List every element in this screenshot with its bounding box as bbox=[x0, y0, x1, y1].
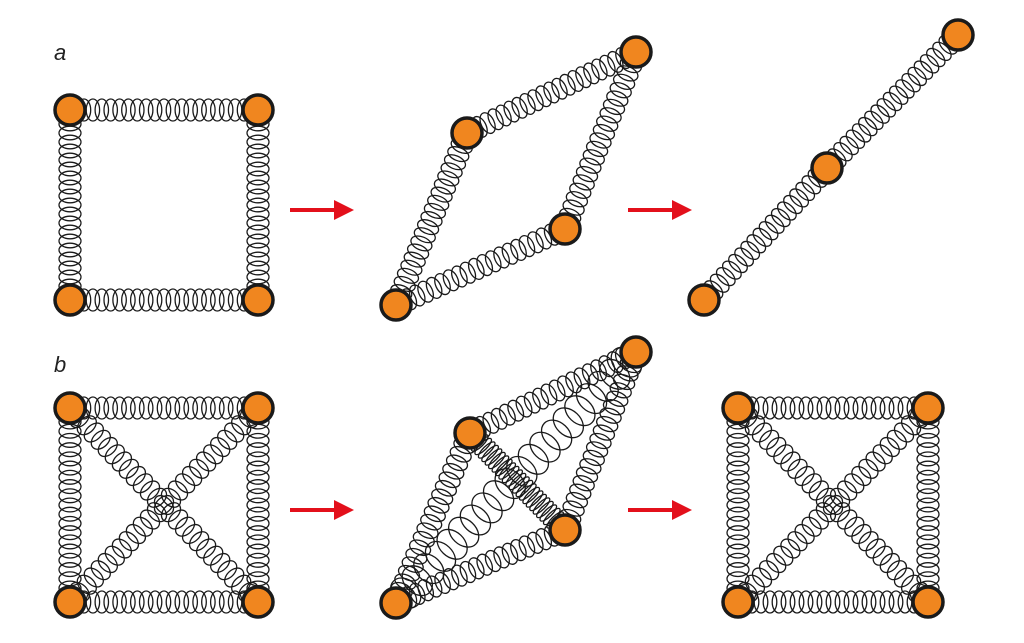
node-a3-0 bbox=[941, 18, 975, 52]
spring-b3-top bbox=[744, 396, 922, 420]
panel-label-a: a bbox=[54, 40, 66, 65]
spring-b1-diag-2 bbox=[69, 408, 259, 602]
spring-b3-diag-2 bbox=[737, 407, 929, 603]
node-b3-0 bbox=[721, 391, 755, 425]
node-a2-3 bbox=[379, 288, 413, 322]
spring-a2-bottom bbox=[400, 223, 561, 311]
node-a1-0 bbox=[53, 93, 87, 127]
node-a2-1 bbox=[450, 116, 484, 150]
spring-b1-right bbox=[246, 414, 270, 596]
node-b3-1 bbox=[911, 391, 945, 425]
node-a2-2 bbox=[548, 212, 582, 246]
spring-a1-left bbox=[58, 116, 82, 294]
spring-b2-bottom bbox=[400, 524, 561, 609]
node-b2-3 bbox=[379, 586, 413, 620]
node-a3-1 bbox=[810, 151, 844, 185]
spring-a3-lower bbox=[703, 168, 828, 300]
node-b1-0 bbox=[53, 391, 87, 425]
spring-b2-right bbox=[559, 356, 642, 526]
node-b1-1 bbox=[241, 391, 275, 425]
node-b3-3 bbox=[721, 585, 755, 619]
springs-layer bbox=[58, 35, 958, 614]
arrows-layer bbox=[290, 200, 692, 520]
node-b1-2 bbox=[241, 585, 275, 619]
node-a2-0 bbox=[619, 35, 653, 69]
node-a1-1 bbox=[241, 93, 275, 127]
panel-label-b: b bbox=[54, 352, 66, 377]
spring-b3-diag-1 bbox=[737, 407, 929, 603]
spring-b3-right bbox=[916, 414, 940, 596]
node-b2-0 bbox=[619, 335, 653, 369]
spring-a1-bottom bbox=[76, 288, 252, 312]
node-b2-1 bbox=[453, 416, 487, 450]
node-b1-3 bbox=[53, 585, 87, 619]
spring-b3-bottom bbox=[744, 590, 922, 614]
node-a1-2 bbox=[241, 283, 275, 317]
node-a3-2 bbox=[687, 283, 721, 317]
spring-a1-top bbox=[76, 98, 252, 122]
node-a1-3 bbox=[53, 283, 87, 317]
nodes-layer bbox=[53, 18, 975, 620]
spring-b1-top bbox=[76, 396, 252, 420]
node-b2-2 bbox=[548, 513, 582, 547]
spring-b1-left bbox=[58, 414, 82, 596]
node-b3-2 bbox=[911, 585, 945, 619]
spring-b1-diag-1 bbox=[69, 408, 259, 602]
spring-b3-left bbox=[726, 414, 750, 596]
spring-a1-right bbox=[246, 116, 270, 294]
spring-a2-right bbox=[559, 56, 642, 225]
spring-a3-upper bbox=[827, 35, 958, 168]
spring-b1-bottom bbox=[76, 590, 252, 614]
spring-a2-left bbox=[390, 137, 473, 301]
